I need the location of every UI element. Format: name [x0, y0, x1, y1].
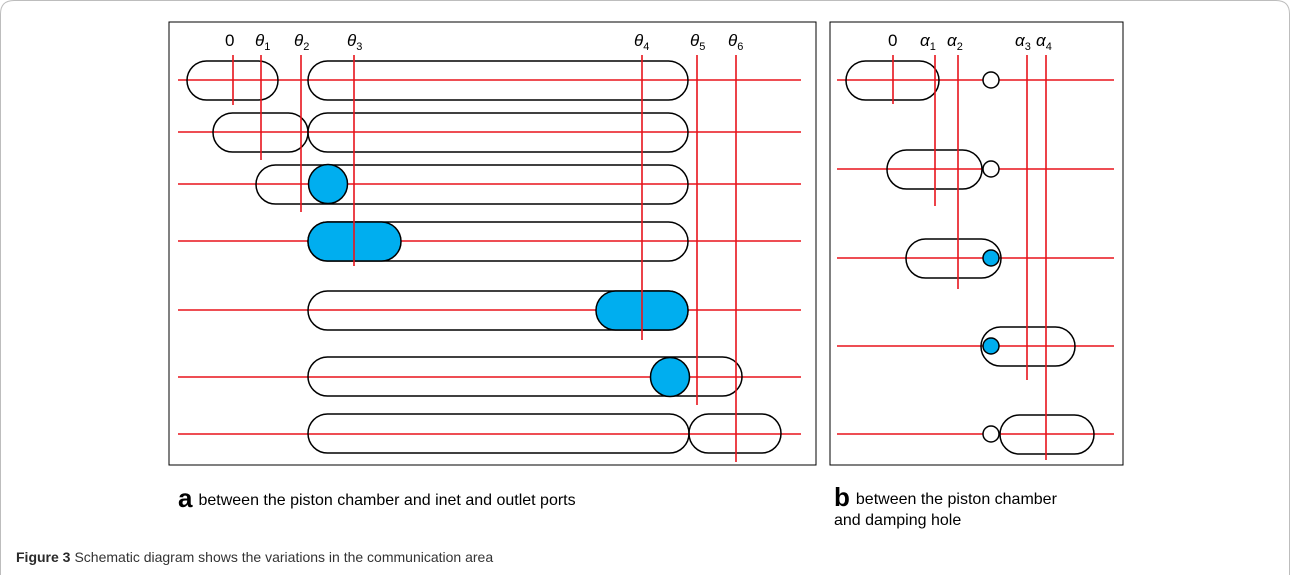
panel-a-caption: a between the piston chamber and inet and… [178, 485, 576, 511]
panel-a-label-theta1: θ1 [255, 31, 270, 53]
panel-a-port-row2-right [307, 112, 689, 153]
panel-b-hole-row4 [982, 337, 1000, 355]
panel-b-hole-row3 [982, 249, 1000, 267]
panel-b-hole-row5 [982, 425, 1000, 443]
panel-a-label-0: 0 [225, 31, 234, 50]
panel-a-label-theta3: θ3 [347, 31, 362, 53]
figure-label: Figure 3 [16, 549, 71, 565]
panel-b-caption-letter: b [834, 482, 850, 512]
panel-a-frame [168, 21, 817, 466]
panel-a: 0 θ1 θ2 θ3 θ4 θ5 θ6 [168, 21, 817, 466]
panel-b-label-0: 0 [888, 31, 897, 50]
panel-a-port-row7-right [688, 413, 782, 454]
panel-a-caption-text: between the piston chamber and inet and … [198, 492, 576, 509]
panel-a-label-theta2: θ2 [294, 31, 309, 53]
panel-b-damping-holes [982, 71, 1000, 443]
panel-b-label-alpha1: α1 [920, 31, 936, 53]
panel-b-label-alpha2: α2 [947, 31, 963, 53]
panel-b-horizontal-lines [837, 79, 1114, 435]
panel-a-vertical-lines [232, 55, 737, 462]
panel-a-port-row1-right [307, 60, 689, 101]
panel-b-frame [829, 21, 1124, 466]
panel-a-label-theta5: θ5 [690, 31, 705, 53]
panel-b-piston-row5 [999, 414, 1095, 455]
panel-a-port-row3 [255, 164, 689, 205]
panel-b: 0 α1 α2 α3 α4 [829, 21, 1124, 466]
panel-a-area-row3 [307, 163, 349, 205]
panel-a-area-row6 [649, 356, 691, 398]
panel-b-vertical-lines [892, 55, 1047, 460]
panel-b-caption: b between the piston chamber and damping … [834, 484, 1154, 531]
figure-caption-text: Schematic diagram shows the variations i… [74, 549, 494, 565]
panel-b-label-alpha4: α4 [1036, 31, 1052, 53]
panel-a-label-theta4: θ4 [634, 31, 649, 53]
panel-b-piston-row3 [905, 238, 1002, 279]
panel-a-label-theta6: θ6 [728, 31, 743, 53]
panel-b-caption-line1: between the piston chamber [855, 491, 1057, 508]
panel-a-port-row6 [307, 356, 743, 397]
panel-b-piston-row4 [980, 326, 1076, 367]
panel-a-caption-letter: a [178, 483, 193, 513]
panel-b-label-alpha3: α3 [1015, 31, 1031, 53]
panel-b-hole-row2 [982, 160, 1000, 178]
panel-b-hole-row1 [982, 71, 1000, 89]
panel-b-caption-line2: and damping hole [834, 512, 962, 529]
